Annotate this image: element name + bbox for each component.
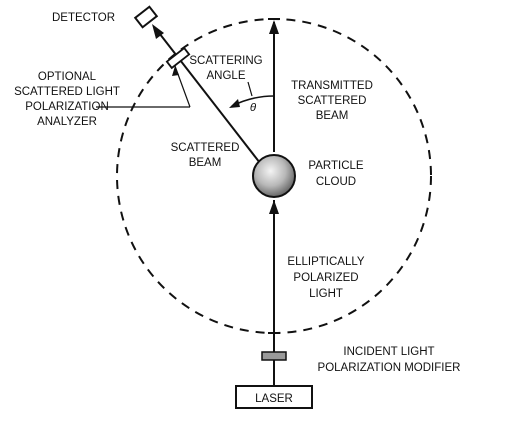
analyzer-label-line4: ANALYZER xyxy=(37,116,97,128)
analyzer-leader-arrow xyxy=(172,66,179,76)
modifier-label-line2: POLARIZATION MODIFIER xyxy=(318,362,461,374)
scattered-beam-line xyxy=(155,28,261,164)
laser-label: LASER xyxy=(255,393,293,405)
particle-cloud-icon xyxy=(252,154,296,198)
detector-label: DETECTOR xyxy=(52,12,115,24)
particle-cloud-label-line2: CLOUD xyxy=(316,176,356,188)
scattered-beam-arrow xyxy=(152,24,164,39)
incident-beam-arrow xyxy=(269,200,279,214)
modifier-label-line1: INCIDENT LIGHT xyxy=(343,346,434,358)
elliptical-label-line2: POLARIZED xyxy=(293,272,358,284)
transmitted-label-line1: TRANSMITTED xyxy=(291,80,373,92)
polarization-modifier-icon xyxy=(261,351,287,361)
detector-icon xyxy=(133,5,159,29)
transmitted-label-line3: BEAM xyxy=(316,110,349,122)
angle-arc-arrow xyxy=(229,99,240,108)
laser-box xyxy=(235,385,313,409)
scattering-angle-label-line2: ANGLE xyxy=(207,70,246,82)
scattering-angle-leader xyxy=(247,81,253,97)
scattered-beam-label-line1: SCATTERED xyxy=(171,142,240,154)
transmitted-beam-arrow xyxy=(269,20,279,34)
polarization-analyzer-icon xyxy=(165,46,191,70)
particle-cloud-label-line1: PARTICLE xyxy=(308,160,364,172)
scattered-beam-label-line2: BEAM xyxy=(189,157,222,169)
elliptical-label-line3: LIGHT xyxy=(309,288,343,300)
analyzer-label-line3: POLARIZATION xyxy=(25,101,109,113)
transmitted-label-line2: SCATTERED xyxy=(298,95,367,107)
elliptical-label-line1: ELLIPTICALLY xyxy=(287,256,364,268)
analyzer-label-line1: OPTIONAL xyxy=(38,71,97,83)
theta-label: θ xyxy=(250,102,257,114)
analyzer-label-line2: SCATTERED LIGHT xyxy=(14,86,120,98)
scattering-angle-label-line1: SCATTERING xyxy=(189,55,262,67)
